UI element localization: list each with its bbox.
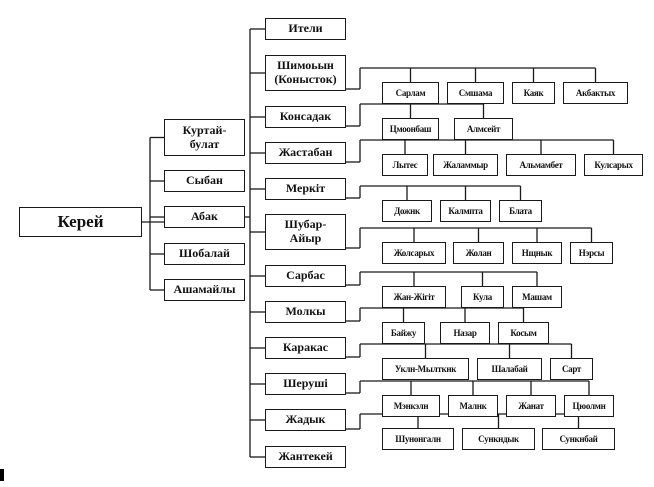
node-level2: Сарбас xyxy=(265,265,346,287)
node-level3: Жаламмыр xyxy=(433,154,498,176)
node-level2: Меркіт xyxy=(265,178,346,200)
node-level3: Малнк xyxy=(448,395,498,417)
node-level3: Сарт xyxy=(550,358,593,380)
node-level3: Калмпта xyxy=(440,200,491,222)
node-level1: Шобалай xyxy=(164,243,245,265)
node-level3: Назар xyxy=(440,322,490,344)
node-level3: Жолсарых xyxy=(382,242,446,264)
node-level3: Кулсарых xyxy=(584,154,643,176)
node-root-kerey: Керей xyxy=(19,207,142,237)
node-level1: Куртай- булат xyxy=(164,119,245,156)
node-level3: Нщнык xyxy=(512,242,562,264)
corner-mark xyxy=(0,469,4,481)
node-level3: Акбактых xyxy=(563,82,628,104)
node-level3: Дожнк xyxy=(382,200,432,222)
node-level3: Жан-Жігіт xyxy=(382,286,446,308)
node-level1: Ашамайлы xyxy=(164,279,245,301)
node-level3: Косым xyxy=(498,322,549,344)
node-level2: Ители xyxy=(265,18,346,40)
node-level3: Цмоонбаш xyxy=(382,118,439,140)
node-level3: Кула xyxy=(461,286,504,308)
node-level3: Каяк xyxy=(512,82,555,104)
node-level2: Шубар- Айыр xyxy=(265,214,346,250)
node-level2: Консадак xyxy=(265,106,346,128)
node-level3: Жолан xyxy=(453,242,504,264)
node-level3: Уклн-Мылткнк xyxy=(382,358,469,380)
node-level3: Альмамбет xyxy=(506,154,576,176)
node-level2: Жадык xyxy=(265,409,346,431)
node-level3: Сункнбай xyxy=(542,428,615,450)
node-level3: Цюолмн xyxy=(564,395,614,417)
node-level2: Шеруші xyxy=(265,373,346,395)
node-level1: Сыбан xyxy=(164,170,245,192)
node-level3: Алмсейт xyxy=(454,118,513,140)
node-level3: Смшама xyxy=(447,82,504,104)
node-level3: Нэрсы xyxy=(570,242,613,264)
node-level3: Блата xyxy=(499,200,542,222)
node-level3: Шалабай xyxy=(477,358,542,380)
node-level3: Жанат xyxy=(506,395,556,417)
node-level3: Лытес xyxy=(382,154,428,176)
node-level3: Байжу xyxy=(382,322,425,344)
node-level3: Шунонгалн xyxy=(382,428,454,450)
node-level1: Абак xyxy=(164,206,245,228)
node-level2: Жастабан xyxy=(265,142,346,164)
node-level3: Сункндык xyxy=(462,428,535,450)
node-level2: Молкы xyxy=(265,301,346,323)
node-level3: Сарлам xyxy=(382,82,439,104)
node-level2: Жантекей xyxy=(265,446,346,468)
node-level3: Машам xyxy=(512,286,562,308)
node-level2: Шимоьын (Конысток) xyxy=(265,55,346,91)
node-level3: Мэнкэлн xyxy=(382,395,440,417)
node-level2: Каракас xyxy=(265,337,346,359)
